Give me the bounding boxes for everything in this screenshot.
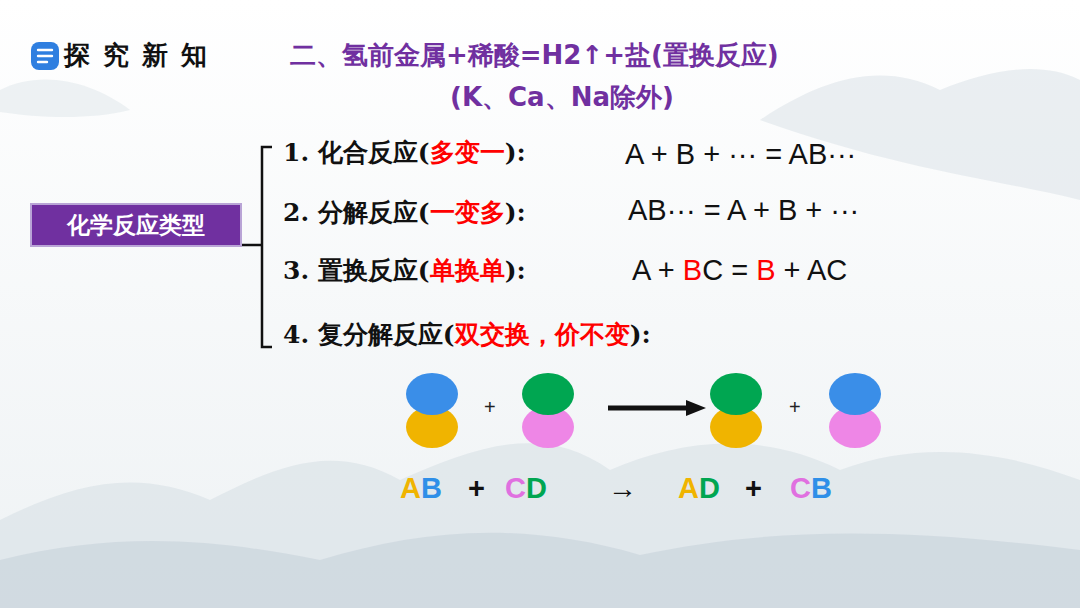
reaction-type-row: 3. 置换反应(单换单):: [283, 254, 526, 287]
label-text: 探 究 新 知: [64, 38, 209, 73]
formula-letters-row: CB: [790, 472, 832, 505]
label-text: 3. 置换反应(: [283, 254, 430, 287]
label-text: (K、Ca、Na除外): [450, 80, 674, 115]
label-text: 4. 复分解反应(: [283, 318, 455, 351]
plus-sign-row: +: [468, 472, 485, 505]
label-text: 1. 化合反应(: [283, 136, 430, 169]
title-text: 二、氢前金属+稀酸=H2↑+盐(置换反应): [290, 38, 779, 73]
reaction-arrow: [608, 400, 706, 416]
highlight-text: 单换单: [430, 254, 505, 287]
menu-icon-lines: [38, 50, 52, 62]
section-heading-row: 探 究 新 知: [64, 38, 209, 73]
formula-row: AB··· = A + B + ···: [628, 194, 859, 227]
plus-sign-row: +: [789, 396, 801, 419]
mountain: [0, 80, 130, 117]
highlight-text: B: [683, 254, 702, 287]
slide-title: 二、氢前金属+稀酸=H2↑+盐(置换反应): [290, 38, 779, 73]
highlight-text: B: [756, 254, 775, 287]
reaction-type-row: 2. 分解反应(一变多):: [283, 196, 526, 229]
label-text: A +: [632, 254, 683, 287]
label-text: ):: [630, 320, 651, 349]
label-text: ):: [505, 138, 526, 167]
mountain: [0, 443, 1080, 608]
label-text: AB··· = A + B + ···: [628, 194, 859, 227]
label-text: +: [745, 472, 762, 505]
label-text: →: [608, 472, 637, 505]
formula-letters-row: CD: [505, 472, 547, 505]
reaction-type-row: 1. 化合反应(多变一):: [283, 136, 526, 169]
formula-letters-row: AD: [678, 472, 720, 505]
label-text: ):: [505, 256, 526, 285]
label-text: ):: [505, 198, 526, 227]
plus-sign-row: +: [745, 472, 762, 505]
reaction-type-row: 4. 复分解反应(双交换，价不变):: [283, 318, 651, 351]
label-text: C: [505, 472, 526, 505]
label-text: +: [468, 472, 485, 505]
label-text: B: [811, 472, 832, 505]
label-text: D: [526, 472, 547, 505]
label-text: B: [421, 472, 442, 505]
formula-row: A + B + ··· = AB···: [625, 138, 856, 171]
label-text: C: [790, 472, 811, 505]
arrow-sign-row: →: [608, 472, 637, 505]
bracket: [242, 147, 272, 347]
label-text: + AC: [775, 254, 847, 287]
label-text: +: [789, 396, 801, 419]
highlight-text: 多变一: [430, 136, 505, 169]
label-text: A + B + ··· = AB···: [625, 138, 856, 171]
category-box: 化学反应类型: [30, 203, 242, 247]
label-text: C =: [702, 254, 756, 287]
title-note-row: (K、Ca、Na除外): [450, 80, 674, 115]
formula-letters-row: AB: [400, 472, 442, 505]
formula-row: A + BC = B + AC: [632, 254, 847, 287]
highlight-text: 一变多: [430, 196, 505, 229]
box-label: 化学反应类型: [67, 210, 205, 241]
mountain: [0, 533, 1080, 608]
menu-icon: [31, 42, 59, 70]
label-text: +: [484, 396, 496, 419]
label-text: D: [699, 472, 720, 505]
label-text: 2. 分解反应(: [283, 196, 430, 229]
highlight-text: 双交换，价不变: [455, 318, 630, 351]
label-text: A: [400, 472, 421, 505]
label-text: A: [678, 472, 699, 505]
molecule-illustration: [406, 373, 881, 448]
mountain: [760, 69, 1080, 200]
plus-sign-row: +: [484, 396, 496, 419]
